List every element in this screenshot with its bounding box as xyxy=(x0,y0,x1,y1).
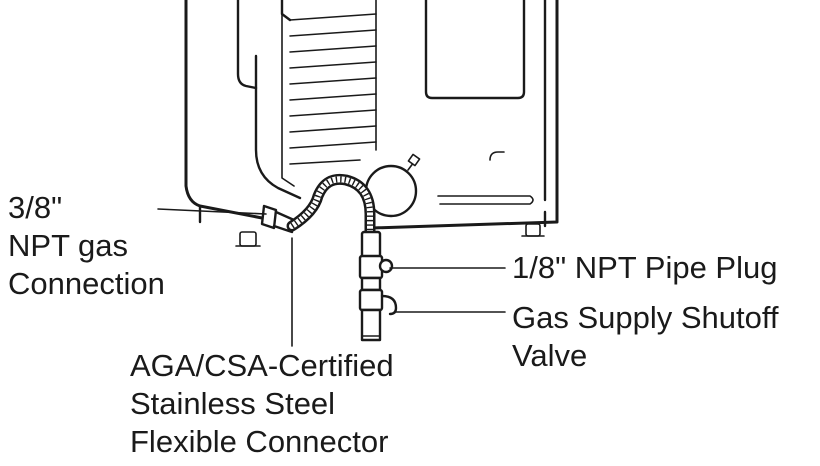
label-gas-connection-line-3: Connection xyxy=(8,266,165,301)
leader-gas-connection xyxy=(157,208,267,215)
label-shutoff-valve-line-1: Gas Supply Shutoff xyxy=(512,300,779,335)
rear-slot xyxy=(437,195,534,205)
label-flex-connector-line-3: Flexible Connector xyxy=(130,424,388,459)
dryer-cabinet xyxy=(184,0,559,230)
label-flex-connector-line-2: Stainless Steel xyxy=(130,386,335,421)
label-shutoff-valve-line-2: Valve xyxy=(512,338,587,373)
label-gas-connection-line-1: 3/8" xyxy=(8,190,62,225)
label-flex-connector: AGA/CSA-Certified Stainless Steel Flexib… xyxy=(130,348,394,459)
label-gas-connection-line-2: NPT gas xyxy=(8,228,128,263)
rear-vent-louvers xyxy=(280,0,377,187)
label-flex-connector-line-1: AGA/CSA-Certified xyxy=(130,348,394,383)
flexible-connector xyxy=(286,173,376,242)
label-shutoff-valve: Gas Supply Shutoff Valve xyxy=(512,300,779,373)
leveling-feet xyxy=(235,223,545,247)
label-pipe-plug: 1/8" NPT Pipe Plug xyxy=(512,250,777,285)
exhaust-outlet xyxy=(364,153,421,218)
label-gas-connection: 3/8" NPT gas Connection xyxy=(8,190,165,301)
leader-lines xyxy=(157,208,506,347)
access-panel xyxy=(424,0,526,161)
gas-supply-pipe xyxy=(358,230,398,342)
